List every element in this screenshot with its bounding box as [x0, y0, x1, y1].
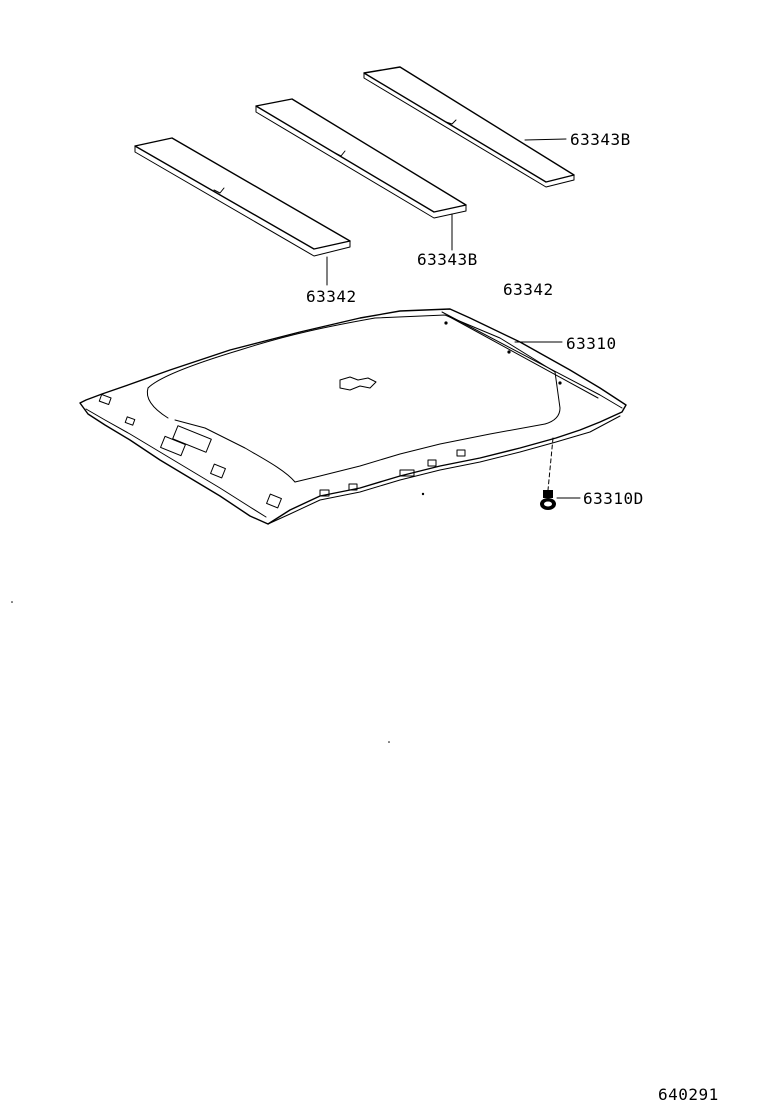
leader-pad-rear [524, 138, 567, 141]
label-headlining: 63310 [566, 334, 617, 353]
pad-middle [255, 98, 467, 219]
hole [558, 381, 562, 385]
label-pad-front-alt: 63342 [503, 280, 554, 299]
label-pad-middle: 63343B [417, 250, 478, 269]
clip-icon [540, 490, 556, 510]
hole [421, 492, 425, 496]
illustration-id: 640291 [658, 1085, 719, 1104]
pad-front [134, 137, 351, 257]
speck [388, 741, 390, 743]
label-pad-rear: 63343B [570, 130, 631, 149]
label-pad-front: 63342 [306, 287, 357, 306]
hole [444, 321, 448, 325]
label-clip: 63310D [583, 489, 644, 508]
speck [11, 601, 13, 603]
pad-rear [363, 66, 575, 188]
leader-clip-dashed [547, 437, 554, 491]
hole [507, 350, 511, 354]
headlining [79, 308, 627, 525]
